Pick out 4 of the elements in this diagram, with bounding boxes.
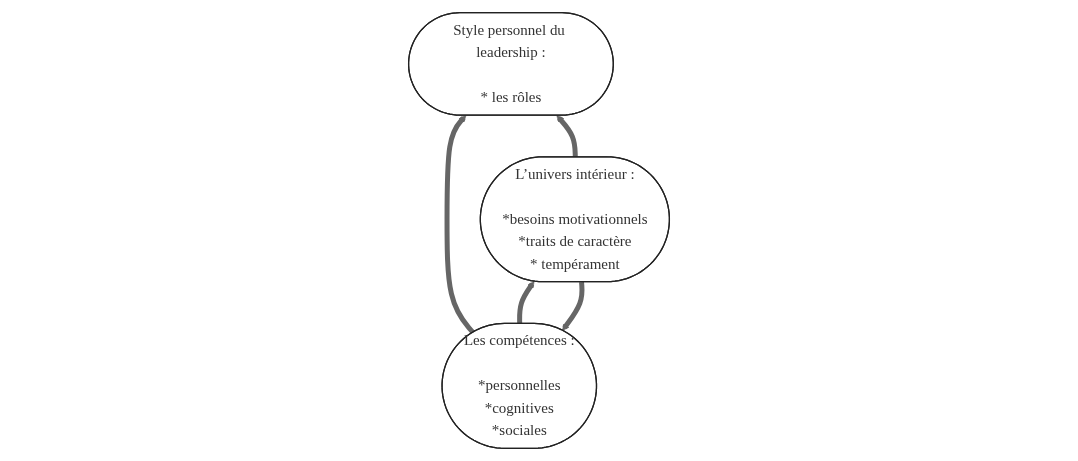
arrow xyxy=(562,281,585,331)
arrow xyxy=(517,281,535,324)
arrow xyxy=(444,115,475,335)
arrow xyxy=(556,115,578,158)
